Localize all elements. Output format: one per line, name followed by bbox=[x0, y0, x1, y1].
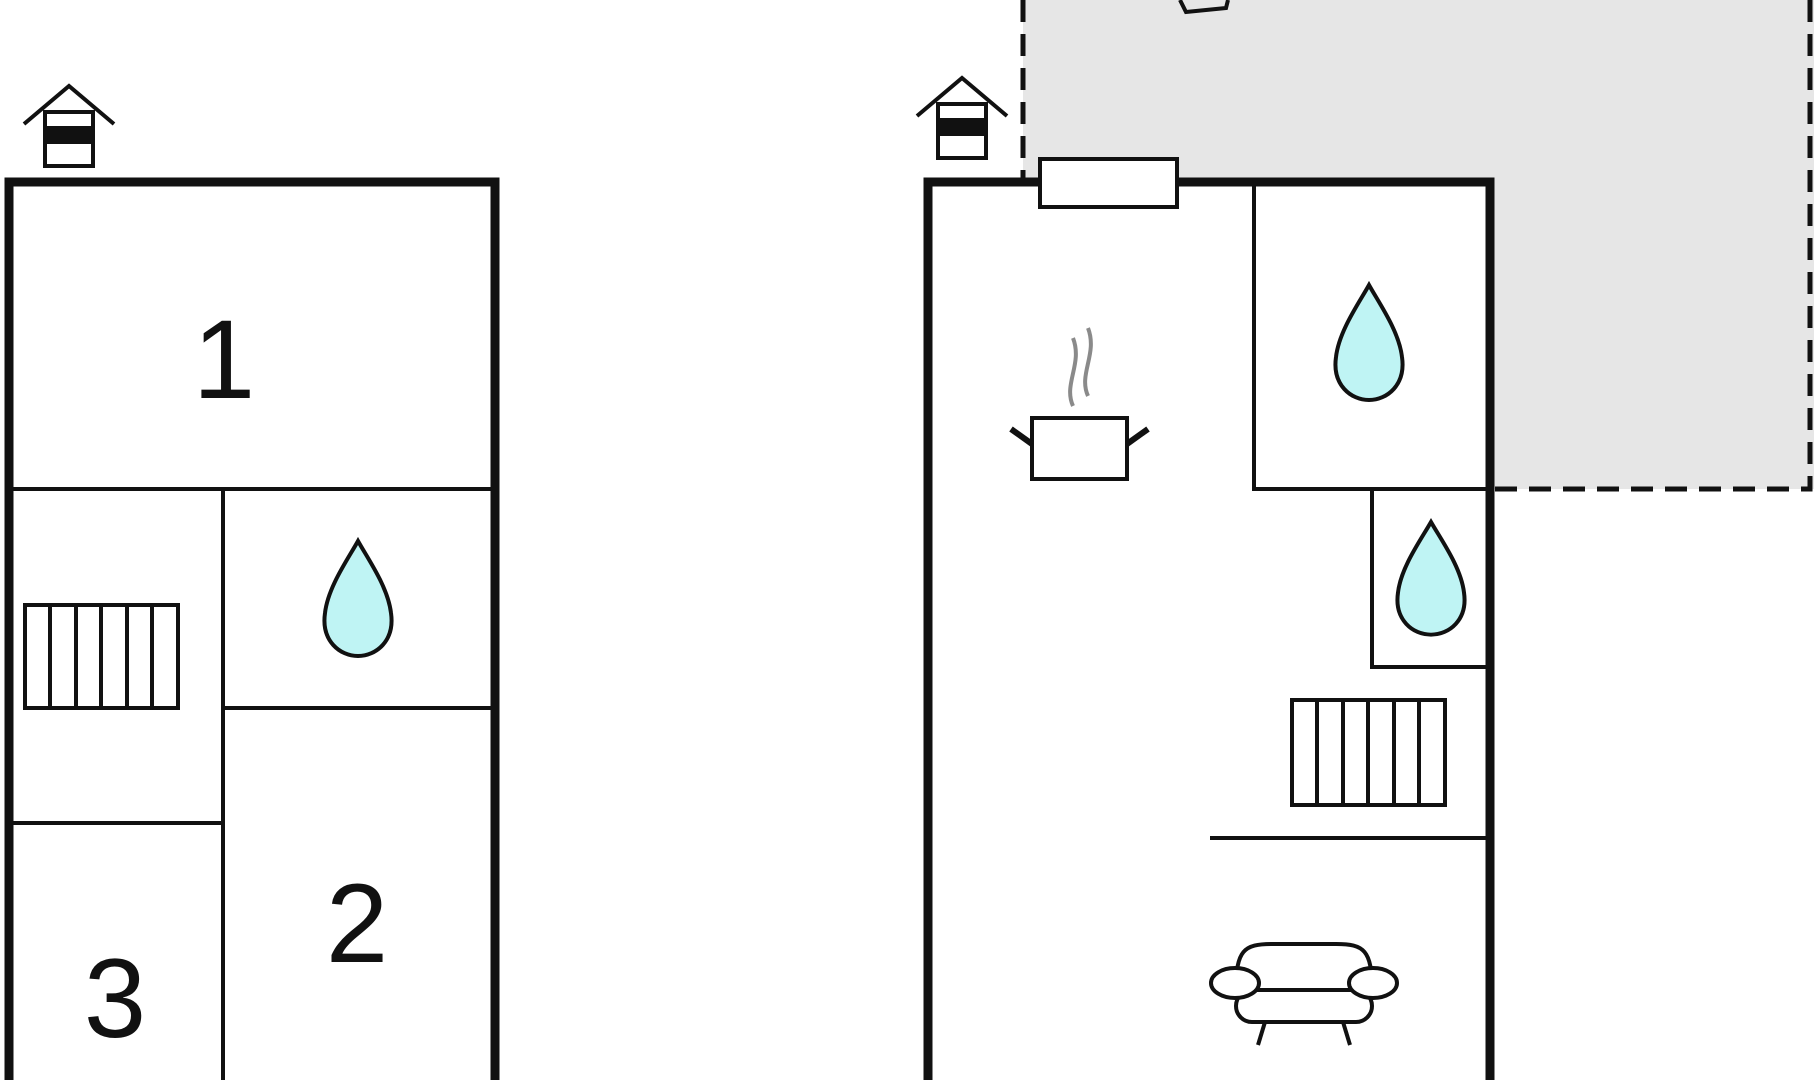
bathroom-2-walls bbox=[1370, 489, 1490, 669]
water-drop-icon bbox=[1395, 520, 1467, 637]
water-drop-icon bbox=[322, 539, 394, 658]
room-2-label: 2 bbox=[326, 861, 388, 986]
house-entrance-icon bbox=[22, 84, 116, 168]
bathroom-1-walls bbox=[1252, 182, 1490, 491]
stairs-icon bbox=[1290, 698, 1447, 807]
cooking-pot-icon bbox=[1009, 327, 1150, 481]
terrace-dashed-border bbox=[1020, 0, 1813, 492]
sofa-icon bbox=[1209, 942, 1399, 1046]
room-3-label: 3 bbox=[84, 936, 146, 1061]
terrace-partial-mark bbox=[1178, 0, 1230, 15]
stairs-icon bbox=[23, 603, 180, 710]
left-floor-plan: 1 2 3 bbox=[4, 84, 500, 1080]
window bbox=[1038, 157, 1179, 209]
right-floor-plan bbox=[915, 0, 1814, 1080]
right-outer-wall bbox=[923, 177, 1495, 1080]
left-outer-wall bbox=[4, 177, 500, 1080]
house-entrance-icon bbox=[915, 76, 1009, 160]
room-1-label: 1 bbox=[193, 297, 255, 422]
